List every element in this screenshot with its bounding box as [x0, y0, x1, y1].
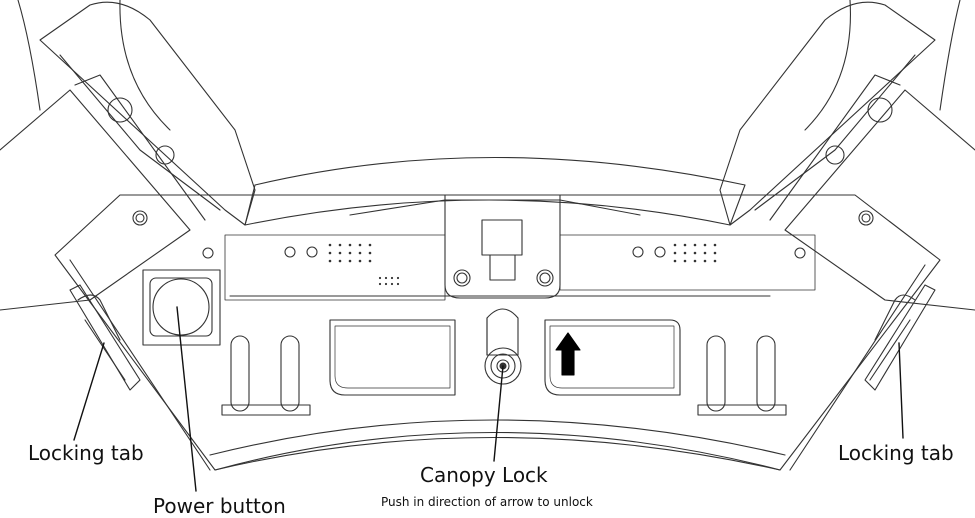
leader-right-locking-tab — [898, 342, 904, 439]
canopy-lock-knob — [484, 308, 522, 385]
left-locking-tab-shape — [69, 284, 141, 391]
left-arm — [0, 1, 256, 311]
callout-leaders — [73, 306, 904, 492]
left-slots — [221, 335, 311, 416]
locking-tab-left-label: Locking tab — [28, 441, 144, 465]
right-locking-tab-shape — [864, 284, 936, 391]
right-slots — [697, 335, 787, 416]
leader-canopy-lock — [493, 365, 504, 462]
body-plate — [54, 194, 941, 471]
power-button-label: Power button — [153, 494, 286, 518]
right-arm — [719, 1, 975, 311]
canopy-lock-label: Canopy Lock — [420, 463, 548, 487]
canopy-top — [244, 157, 746, 226]
locking-tab-right-label: Locking tab — [838, 441, 954, 465]
leader-left-locking-tab — [73, 342, 105, 441]
unlock-instruction-label: Push in direction of arrow to unlock — [381, 495, 593, 509]
circuit-board — [224, 234, 816, 301]
body-shell — [17, 0, 961, 131]
power-button-housing — [142, 269, 221, 346]
plate-windows — [329, 319, 681, 396]
leader-power-button — [176, 306, 197, 492]
up-arrow-icon — [555, 332, 581, 376]
center-bracket — [349, 194, 641, 299]
